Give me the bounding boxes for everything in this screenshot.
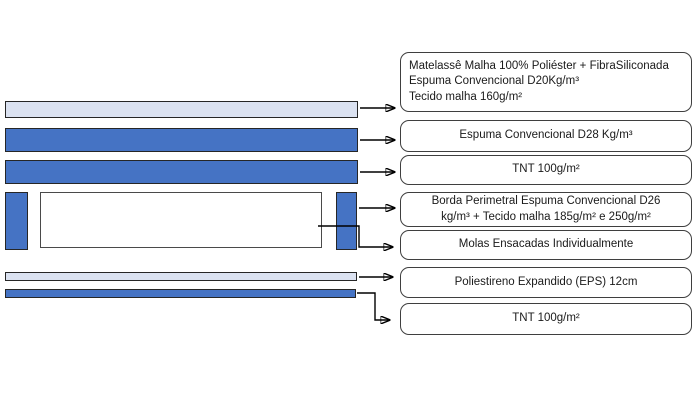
label-line: Borda Perimetral Espuma Convencional D26 — [431, 195, 661, 207]
label-line: Poliestireno Expandido (EPS) 12cm — [454, 275, 638, 288]
borda-left-block — [5, 192, 28, 250]
label-line: Espuma Convencional D20Kg/m³ — [409, 75, 580, 88]
springs-core-box — [40, 192, 322, 248]
label-line: Molas Ensacadas Individualmente — [458, 238, 634, 251]
arrow-to-tnt-bottom — [357, 292, 389, 320]
label-line: Tecido malha 160g/m² — [409, 90, 523, 103]
label-box-tnt-bottom: TNT 100g/m² — [400, 303, 692, 335]
tnt-bottom-bar — [5, 289, 356, 298]
label-box-molas: Molas Ensacadas Individualmente — [400, 230, 692, 260]
label-box-espuma-d28: Espuma Convencional D28 Kg/m³ — [400, 120, 692, 152]
foam-d28-bar — [5, 128, 358, 152]
label-box-eps: Poliestireno Expandido (EPS) 12cm — [400, 267, 692, 298]
label-line: TNT 100g/m² — [512, 163, 580, 176]
label-line: TNT 100g/m² — [512, 312, 580, 325]
label-box-matelasse: Matelassê Malha 100% Poliéster + FibraSi… — [400, 52, 692, 112]
label-line: kg/m³ + Tecido malha 185g/m² e 250g/m² — [441, 210, 651, 223]
label-box-tnt-top: TNT 100g/m² — [400, 155, 692, 185]
borda-right-block — [336, 192, 357, 250]
tnt-top-bar — [5, 160, 358, 184]
quilt-top-bar — [5, 101, 358, 118]
label-line: Matelassê Malha 100% Poliéster + FibraSi… — [409, 59, 669, 72]
label-box-borda-perimetral: Borda Perimetral Espuma Convencional D26… — [400, 192, 692, 227]
eps-bar — [5, 272, 357, 281]
label-line: Espuma Convencional D28 Kg/m³ — [459, 129, 633, 142]
